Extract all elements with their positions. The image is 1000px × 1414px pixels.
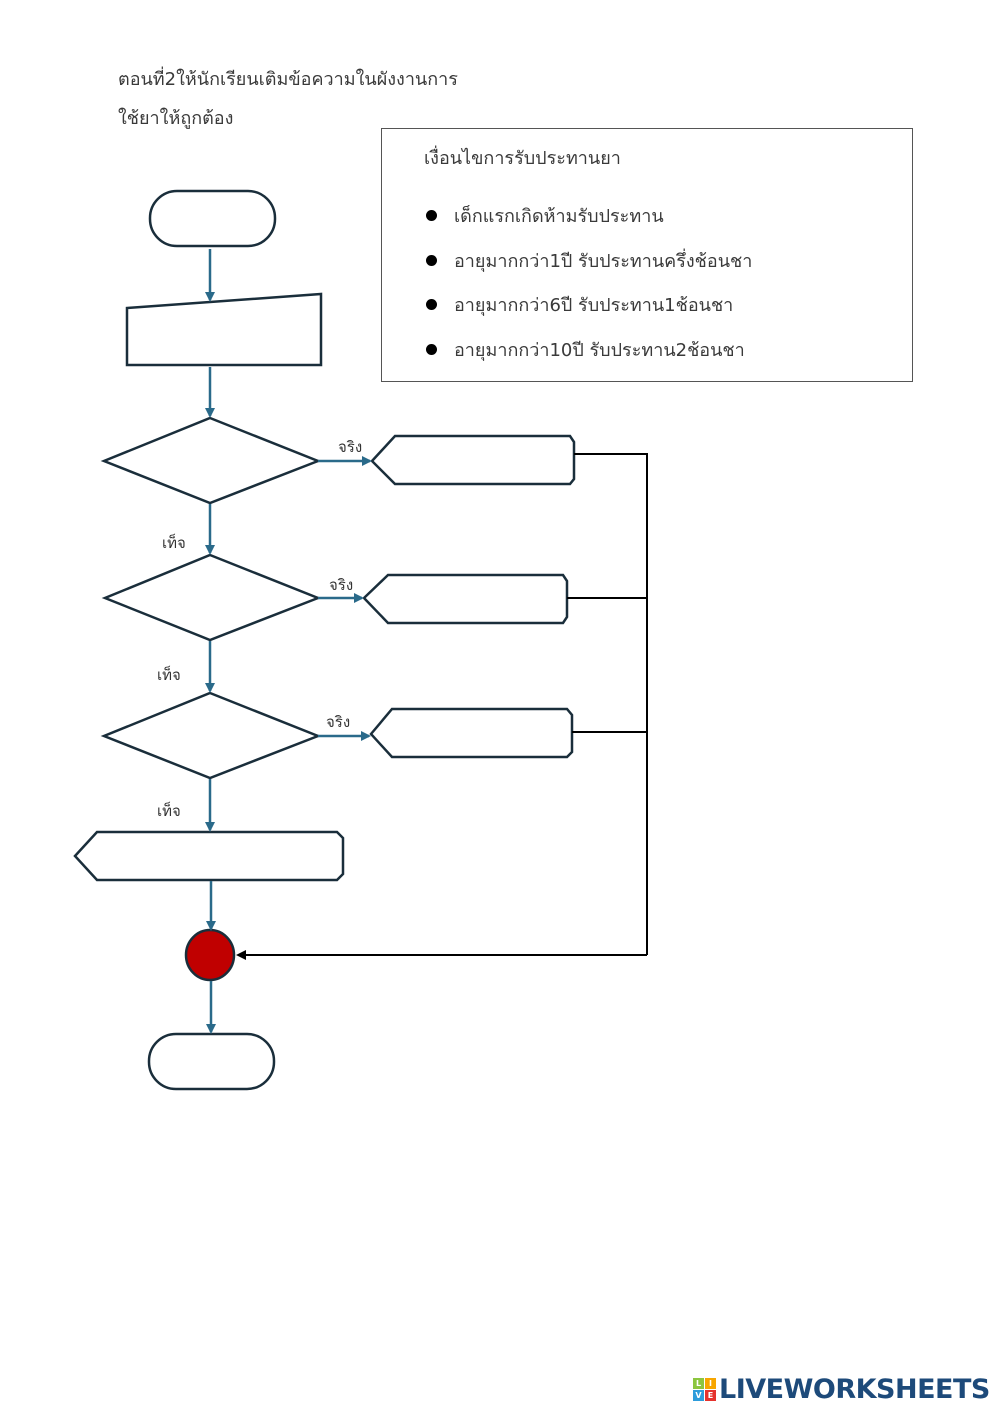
condition-text: เด็กแรกเกิดห้ามรับประทาน xyxy=(454,206,664,227)
false-label-2: เท็จ xyxy=(157,665,181,684)
instruction-line-1: ตอนที่2ให้นักเรียนเติมข้อความในผังงานการ xyxy=(118,69,458,90)
connector-circle xyxy=(184,928,236,982)
condition-item: อายุมากกว่า10ปี รับประทาน2ช้อนชา xyxy=(426,335,745,364)
condition-item: อายุมากกว่า6ปี รับประทาน1ช้อนชา xyxy=(426,290,733,319)
condition-item: อายุมากกว่า1ปี รับประทานครึ่งช้อนชา xyxy=(426,246,752,275)
false-label-3: เท็จ xyxy=(157,801,181,820)
logo-text: LIVEWORKSHEETS xyxy=(719,1374,990,1405)
display-box-4[interactable] xyxy=(73,830,345,882)
logo-tile: V xyxy=(693,1390,704,1401)
condition-item: เด็กแรกเกิดห้ามรับประทาน xyxy=(426,201,664,230)
end-terminal[interactable] xyxy=(147,1032,276,1091)
decision-1[interactable] xyxy=(100,416,322,505)
condition-text: อายุมากกว่า1ปี รับประทานครึ่งช้อนชา xyxy=(454,251,753,272)
logo-tile: I xyxy=(705,1378,716,1389)
true-label-1: จริง xyxy=(338,438,362,456)
bullet-icon xyxy=(426,255,437,266)
conditions-title: เงื่อนไขการรับประทานยา xyxy=(424,148,621,169)
instruction-line-2: ใช้ยาให้ถูกต้อง xyxy=(118,108,234,129)
start-terminal[interactable] xyxy=(148,189,277,248)
input-manual-box[interactable] xyxy=(125,292,323,367)
liveworksheets-logo: L I V E LIVEWORKSHEETS xyxy=(693,1374,990,1405)
condition-text: อายุมากกว่า6ปี รับประทาน1ช้อนชา xyxy=(454,295,734,316)
display-box-3[interactable] xyxy=(369,707,574,759)
true-label-3: จริง xyxy=(326,713,350,731)
conditions-box: เงื่อนไขการรับประทานยา เด็กแรกเกิดห้ามรั… xyxy=(381,128,913,382)
decision-2[interactable] xyxy=(101,553,322,642)
display-box-1[interactable] xyxy=(370,434,576,486)
return-line-1 xyxy=(574,453,648,955)
bullet-icon xyxy=(426,299,437,310)
logo-tile: L xyxy=(693,1378,704,1389)
decision-3[interactable] xyxy=(100,691,322,780)
logo-tile: E xyxy=(705,1390,716,1401)
false-label-1: เท็จ xyxy=(162,533,186,552)
logo-tiles-icon: L I V E xyxy=(693,1378,716,1401)
bullet-icon xyxy=(426,344,437,355)
bullet-icon xyxy=(426,210,437,221)
condition-text: อายุมากกว่า10ปี รับประทาน2ช้อนชา xyxy=(454,340,745,361)
display-box-2[interactable] xyxy=(362,573,569,625)
true-label-2: จริง xyxy=(329,576,353,594)
